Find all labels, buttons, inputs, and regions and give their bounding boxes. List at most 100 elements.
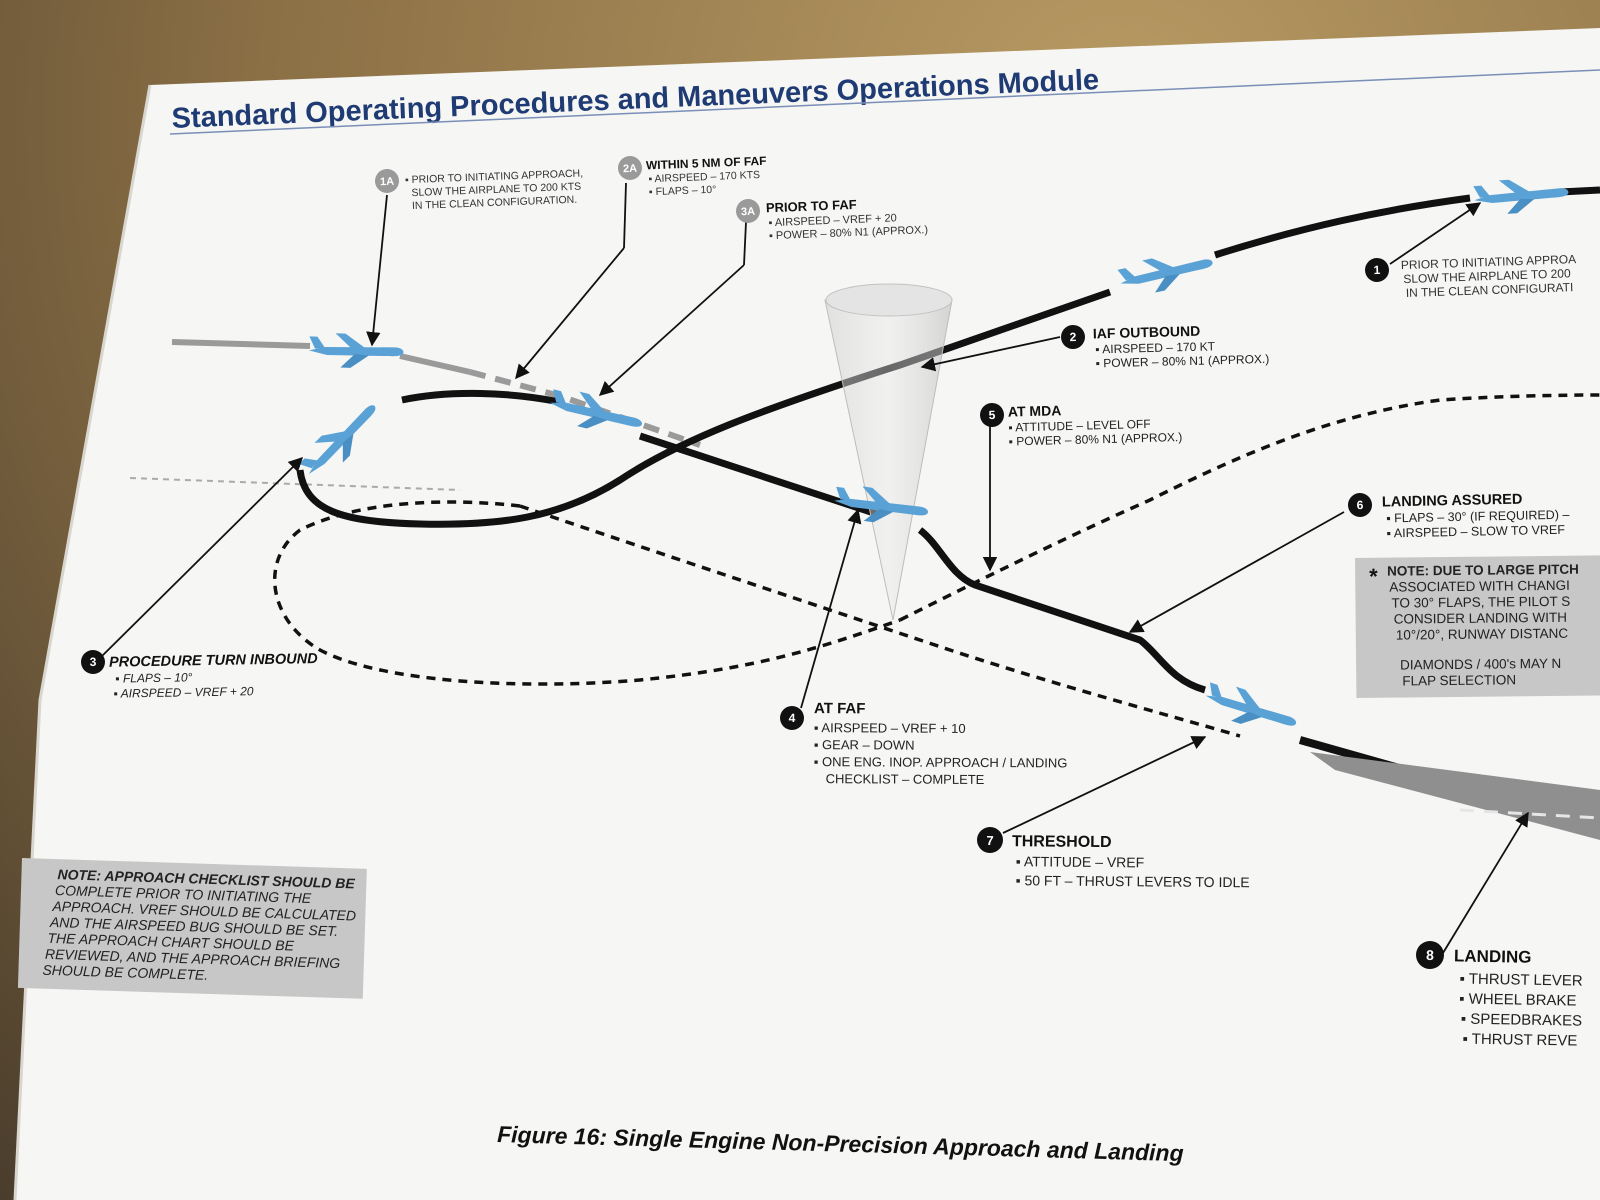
step-badge [977, 827, 1003, 853]
leader-arrow [1389, 202, 1482, 265]
callout-line: ▪ POWER – 80% N1 (APPROX.) [1009, 430, 1183, 449]
callout-line: ▪ POWER – 80% N1 (APPROX.) [1096, 352, 1270, 371]
callout-line: ▪ ATTITUDE – LEVEL OFF [1008, 417, 1151, 435]
leader-arrow [598, 264, 745, 396]
callout-line: ▪ AIRSPEED – SLOW TO VREF [1386, 523, 1565, 541]
callout-heading: THRESHOLD [1012, 833, 1112, 851]
callout-line: ▪ AIRSPEED – 170 KT [1095, 339, 1216, 356]
note-line: THE APPROACH CHART SHOULD BE [47, 930, 295, 954]
note-line: CONSIDER LANDING WITH [1394, 610, 1567, 627]
note-line: DIAMONDS / 400's MAY N [1400, 656, 1561, 673]
step-badge [980, 403, 1004, 427]
ground-reference-line [129, 477, 461, 491]
callout-heading: PRIOR TO FAF [766, 197, 857, 215]
note-line: ASSOCIATED WITH CHANGI [1389, 578, 1570, 595]
callout-line: ▪ ATTITUDE – VREF [1016, 853, 1145, 870]
step-badge [736, 199, 760, 223]
callout-heading: LANDING ASSURED [1382, 492, 1523, 511]
callout-line: ▪ AIRSPEED – VREF + 10 [814, 720, 966, 736]
note-line: 10°/20°, RUNWAY DISTANC [1396, 626, 1569, 643]
badge-label: 5 [988, 408, 995, 422]
note-box-bg [17, 858, 367, 999]
callout-3a: 3A PRIOR TO FAF ▪ AIRSPEED – VREF + 20 ▪… [736, 197, 928, 242]
note-box-bg [1355, 555, 1600, 698]
callout-line: ▪ 50 FT – THRUST LEVERS TO IDLE [1016, 872, 1250, 890]
callout-1: 1 PRIOR TO INITIATING APPROA SLOW THE AI… [1365, 252, 1577, 300]
note-box-right: * NOTE: DUE TO LARGE PITCH ASSOCIATED WI… [1355, 555, 1600, 698]
leader-arrow [743, 221, 747, 266]
callout-heading: PROCEDURE TURN INBOUND [109, 651, 318, 671]
callout-line: ▪ FLAPS – 10° [115, 670, 193, 685]
badge-label: 4 [789, 711, 796, 725]
note-box-left: NOTE: APPROACH CHECKLIST SHOULD BE COMPL… [17, 858, 367, 999]
leader-arrow [515, 247, 625, 380]
initial-track [171, 339, 471, 375]
callout-line: ▪ THRUST LEVER [1459, 971, 1583, 990]
step-badge [375, 169, 399, 193]
badge-label: 7 [986, 833, 993, 848]
leader-arrow [99, 456, 304, 659]
callout-heading: IAF OUTBOUND [1093, 323, 1201, 342]
paper-sheet [15, 28, 1600, 1200]
leader-arrow [1442, 811, 1529, 954]
note-star: * [1369, 564, 1378, 589]
badge-label: 8 [1426, 947, 1434, 963]
callout-heading: WITHIN 5 NM OF FAF [646, 154, 767, 173]
callout-3: 3 PROCEDURE TURN INBOUND ▪ FLAPS – 10° ▪… [81, 650, 318, 701]
note-line: TO 30° FLAPS, THE PILOT S [1391, 594, 1570, 611]
callout-line: SLOW THE AIRPLANE TO 200 [1403, 266, 1571, 286]
step-badge [1416, 941, 1444, 969]
step-badge [780, 706, 804, 730]
callout-line: ▪ AIRSPEED – VREF + 20 [113, 684, 254, 700]
outbound-solid-track [296, 288, 1112, 528]
badge-label: 1 [1373, 263, 1380, 277]
callout-line: ▪ FLAPS – 10° [649, 184, 717, 199]
badge-label: 2 [1069, 330, 1076, 344]
callout-line: PRIOR TO INITIATING APPROA [1401, 252, 1577, 272]
final-approach-dashed [519, 504, 1241, 738]
callout-line: ▪ FLAPS – 30° (IF REQUIRED) – [1386, 508, 1569, 526]
faf-cone-top [825, 283, 953, 317]
callout-heading: AT MDA [1008, 402, 1062, 419]
callout-7: 7 THRESHOLD ▪ ATTITUDE – VREF ▪ 50 FT – … [977, 827, 1250, 890]
procedure-turn-solid [401, 389, 561, 406]
callout-4: 4 AT FAF ▪ AIRSPEED – VREF + 10 ▪ GEAR –… [780, 700, 1068, 787]
callout-heading: LANDING [1454, 946, 1532, 966]
callout-8: 8 LANDING ▪ THRUST LEVER ▪ WHEEL BRAKE ▪… [1416, 941, 1583, 1050]
step-badge [618, 156, 642, 180]
callout-line: ▪ AIRSPEED – VREF + 20 [768, 212, 897, 229]
callout-line: ▪ GEAR – DOWN [814, 737, 915, 753]
badge-label: 3 [90, 655, 97, 669]
leader-arrows [99, 182, 1529, 954]
leader-arrow [623, 182, 627, 249]
callout-2: 2 IAF OUTBOUND ▪ AIRSPEED – 170 KT ▪ POW… [1061, 323, 1270, 371]
step-badge [1365, 258, 1389, 282]
callout-2a: 2A WITHIN 5 NM OF FAF ▪ AIRSPEED – 170 K… [618, 154, 767, 199]
leader-arrow [920, 336, 1061, 372]
note-line: NOTE: DUE TO LARGE PITCH [1387, 562, 1579, 579]
paper-shadow-edge [13, 84, 152, 1200]
leader-arrow [800, 508, 862, 709]
step-badge [1348, 493, 1372, 517]
note-line: FLAP SELECTION [1402, 672, 1516, 688]
step-badge [81, 650, 105, 674]
callout-line: ▪ SPEEDBRAKES [1461, 1011, 1582, 1030]
leader-arrow [1128, 511, 1345, 633]
callout-6: 6 LANDING ASSURED ▪ FLAPS – 30° (IF REQU… [1348, 492, 1570, 541]
callout-heading: AT FAF [814, 700, 865, 717]
procedure-turn-dashed [272, 500, 901, 686]
badge-label: 3A [741, 206, 756, 219]
badge-label: 2A [623, 163, 638, 176]
callout-line: CHECKLIST – COMPLETE [826, 771, 985, 787]
step-badge [1061, 325, 1085, 349]
callout-line: ▪ WHEEL BRAKE [1459, 991, 1577, 1010]
callout-line: ▪ AIRSPEED – 170 KTS [648, 169, 760, 185]
leader-arrow [366, 194, 388, 347]
note-line: SHOULD BE COMPLETE. [42, 962, 208, 983]
badge-label: 6 [1357, 498, 1364, 512]
callout-line: ▪ ONE ENG. INOP. APPROACH / LANDING [814, 754, 1068, 770]
badge-label: 1A [380, 176, 395, 189]
callout-line: IN THE CLEAN CONFIGURATI [1406, 280, 1574, 300]
callout-5: 5 AT MDA ▪ ATTITUDE – LEVEL OFF ▪ POWER … [980, 402, 1183, 449]
